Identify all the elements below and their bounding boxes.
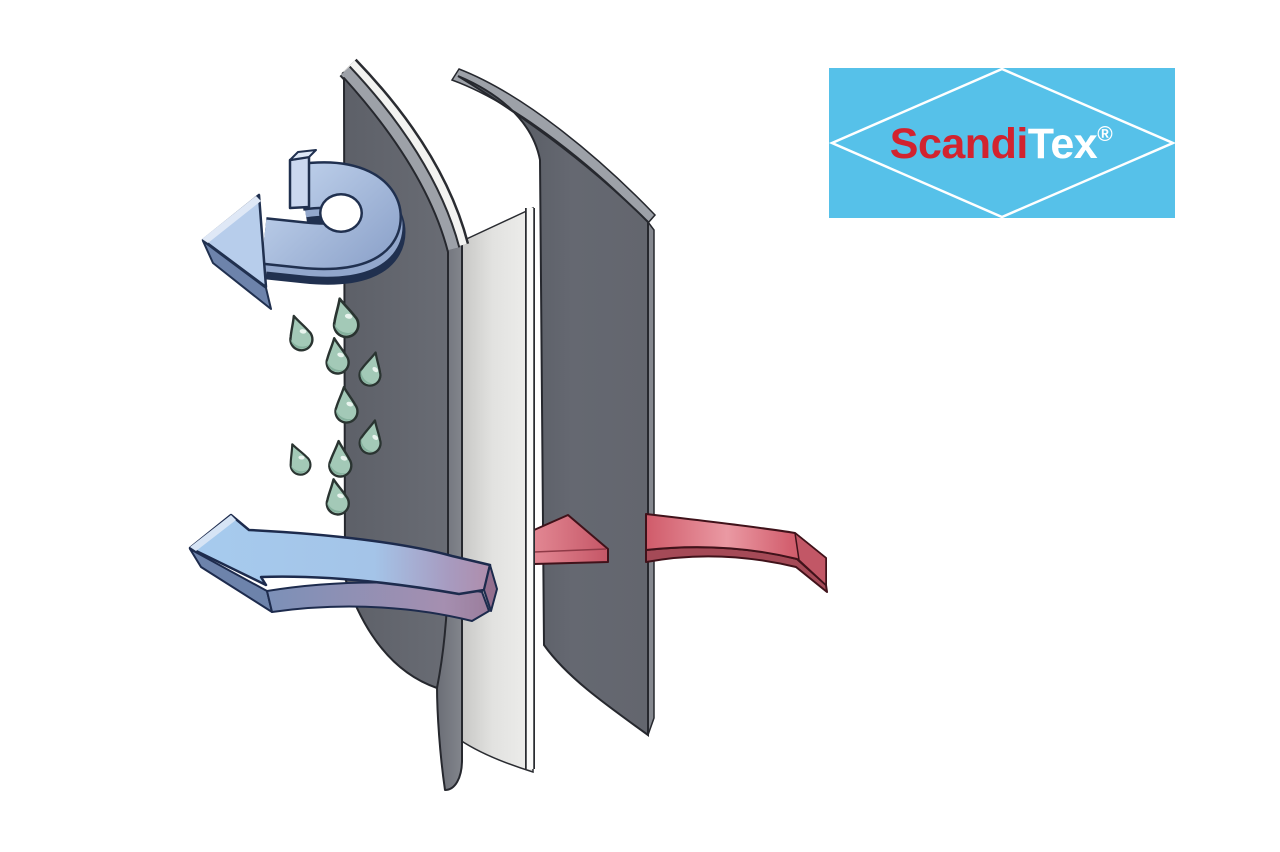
u-turn-arrow-end-cap — [288, 155, 311, 210]
warm-band-tip-face — [794, 532, 827, 586]
logo-background — [829, 68, 1175, 218]
logo-text-primary: Scandi — [890, 120, 1028, 168]
logo-wordmark: ScandiTex® — [890, 120, 1113, 168]
membrane-face — [459, 206, 534, 774]
moisture-arrow-icon — [188, 513, 498, 622]
u-turn-arrow-hole — [321, 195, 361, 231]
inner-fabric-panel — [450, 68, 657, 737]
inner-panel-face — [457, 75, 649, 737]
logo-diamond-icon — [828, 67, 1177, 219]
scanditex-logo: ScandiTex® — [828, 67, 1177, 219]
registered-mark: ® — [1097, 123, 1113, 146]
membrane-layer — [459, 206, 535, 774]
u-turn-arrow-ribbon — [261, 163, 400, 268]
outer-panel-top-bevel — [340, 67, 459, 251]
moisture-arrow-end-cap — [483, 564, 498, 612]
warm-airflow-band-icon — [645, 513, 828, 593]
logo-text-secondary: Tex — [1028, 120, 1098, 168]
u-turn-arrow-icon — [201, 149, 406, 310]
moisture-arrow-underside — [266, 581, 490, 622]
